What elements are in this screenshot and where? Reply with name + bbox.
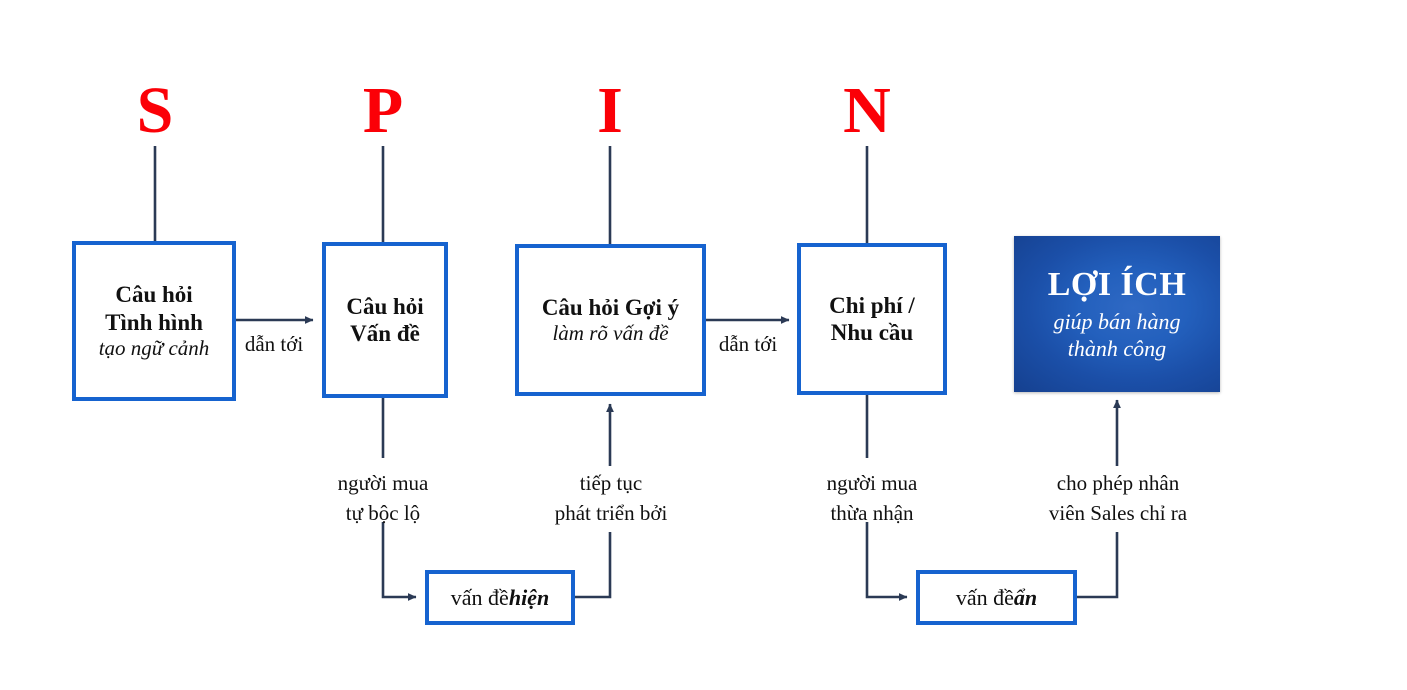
- minibox-implicit-problem[interactable]: vấn đề ẩn: [916, 570, 1077, 625]
- line-explicit-up-a: [575, 532, 612, 599]
- node-implication-question[interactable]: Câu hỏi Gợi ý làm rõ vấn đề: [515, 244, 706, 396]
- edge-label-i-to-n: dẫn tới: [718, 332, 778, 356]
- minibox-explicit-problem[interactable]: vấn đề hiện: [425, 570, 575, 625]
- letter-n: N: [843, 74, 891, 147]
- edge-label-further-developed: tiếp tục phát triển bởi: [554, 471, 668, 526]
- edge-label-buyer-reveals: người mua tự bộc lộ: [337, 471, 429, 526]
- node-need-payoff[interactable]: Chi phí / Nhu cầu: [797, 243, 947, 395]
- edge-label-allows-sales: cho phép nhân viên Sales chỉ ra: [1048, 471, 1188, 526]
- node-implication-title: Câu hỏi Gợi ý: [541, 295, 680, 321]
- node-situation-title: Câu hỏi Tình hình: [105, 282, 203, 335]
- node-need-payoff-title: Chi phí / Nhu cầu: [829, 292, 915, 345]
- node-situation-question[interactable]: Câu hỏi Tình hình tạo ngữ cảnh: [72, 241, 236, 401]
- node-benefit-title: LỢI ÍCH: [1047, 265, 1187, 303]
- node-benefit[interactable]: LỢI ÍCH giúp bán hàng thành công: [1014, 236, 1220, 392]
- line-p-to-explicit: [381, 522, 417, 601]
- line-implicit-up-a: [1077, 532, 1119, 599]
- minibox-explicit-prefix: vấn đề: [450, 584, 509, 610]
- node-benefit-subtitle: giúp bán hàng thành công: [1053, 309, 1181, 361]
- edge-label-s-to-p: dẫn tới: [244, 332, 304, 356]
- node-problem-question[interactable]: Câu hỏi Vấn đề: [322, 242, 448, 398]
- minibox-implicit-prefix: vấn đề: [955, 584, 1014, 610]
- node-situation-subtitle: tạo ngữ cảnh: [98, 335, 210, 360]
- line-n-to-implicit: [865, 522, 908, 601]
- edge-label-buyer-admits: người mua thừa nhận: [826, 471, 918, 526]
- letter-p: P: [362, 74, 404, 147]
- letter-i: I: [597, 74, 623, 147]
- node-implication-subtitle: làm rõ vấn đề: [552, 321, 669, 346]
- minibox-explicit-emphasis: hiện: [508, 584, 550, 610]
- minibox-implicit-emphasis: ẩn: [1013, 584, 1038, 610]
- letter-s: S: [136, 74, 174, 147]
- node-problem-title: Câu hỏi Vấn đề: [346, 293, 424, 346]
